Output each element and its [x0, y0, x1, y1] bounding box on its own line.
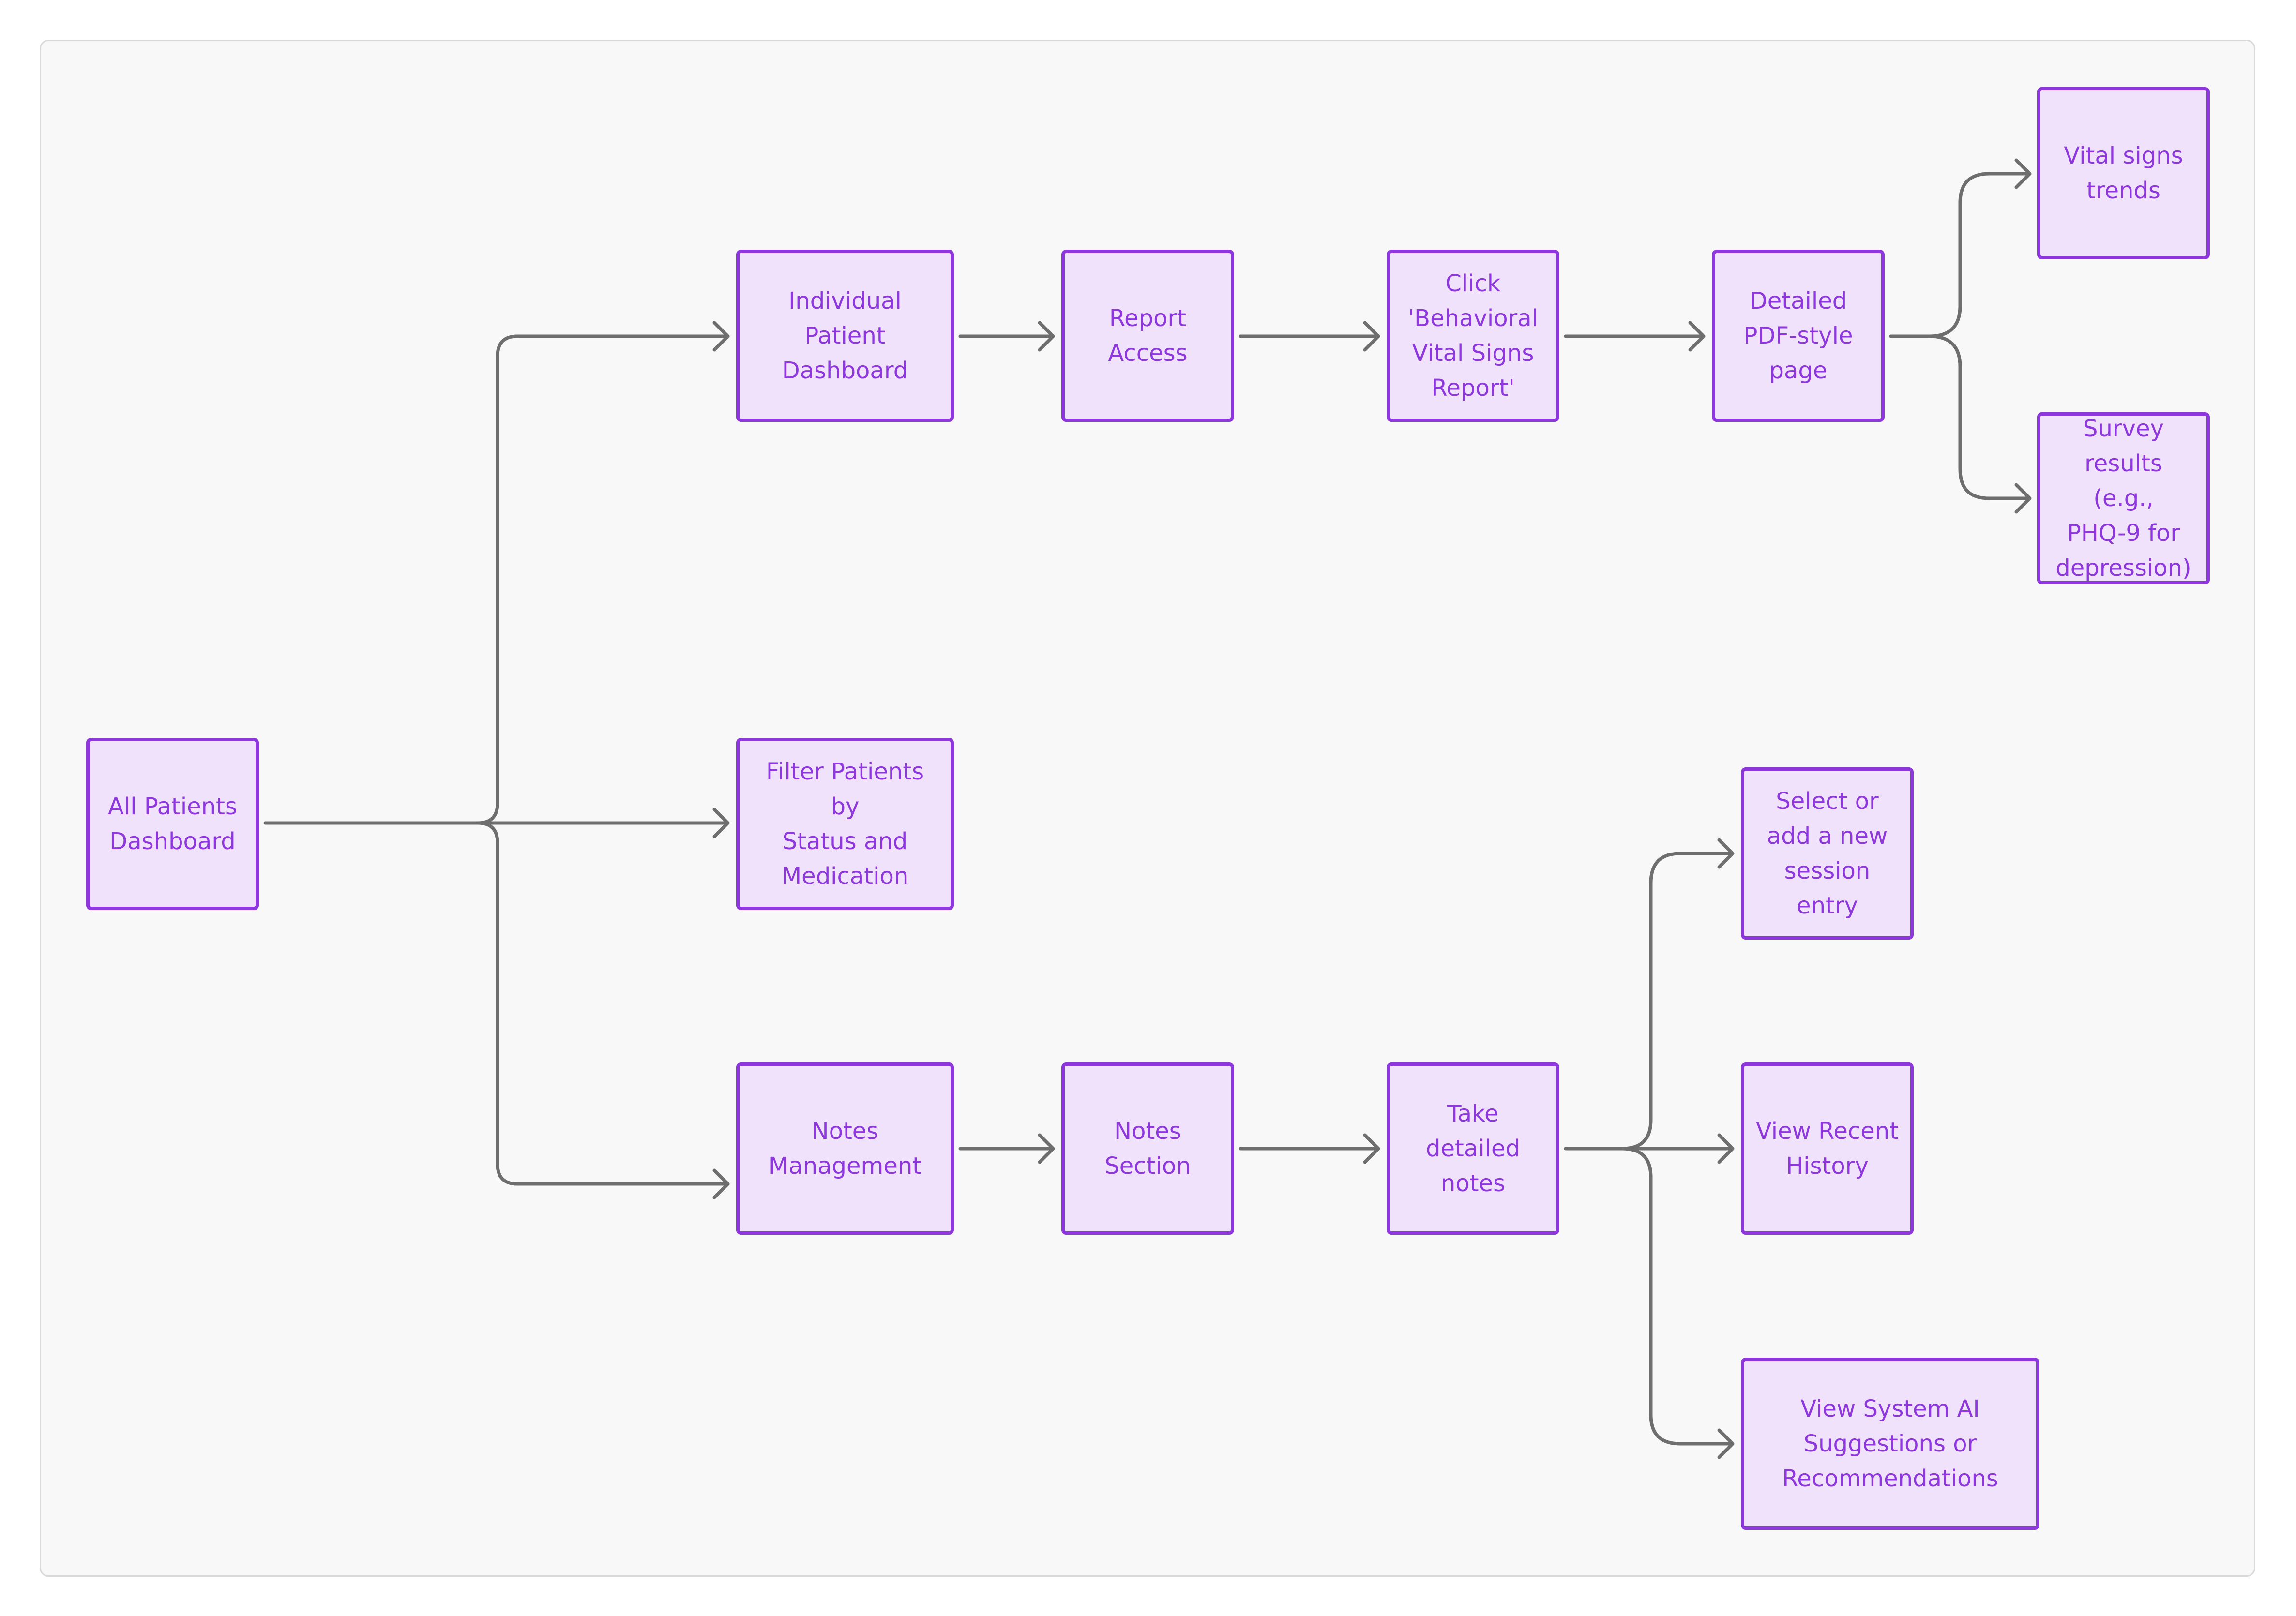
- node-detailed-pdf-page: Detailed PDF-style page: [1712, 250, 1885, 422]
- connector-report-to-click: [1239, 321, 1380, 352]
- arrowhead-filter: [712, 808, 730, 838]
- node-vital-signs-trends: Vital signs trends: [2037, 87, 2210, 259]
- node-take-detailed-notes: Take detailed notes: [1387, 1062, 1559, 1235]
- node-filter-patients: Filter Patients by Status and Medication: [736, 738, 954, 910]
- node-select-or-add-session: Select or add a new session entry: [1741, 767, 1914, 940]
- connector-detailed-to-survey: [1928, 334, 2032, 514]
- connector-click-to-detailed: [1564, 321, 1706, 352]
- node-view-ai-suggestions: View System AI Suggestions or Recommenda…: [1741, 1358, 2039, 1530]
- node-notes-section: Notes Section: [1061, 1062, 1234, 1235]
- node-notes-management: Notes Management: [736, 1062, 954, 1235]
- connector-take-notes-to-ai-suggestions: [1620, 1147, 1735, 1459]
- connector-detailed-to-vital-trends: [1889, 158, 2032, 338]
- node-survey-results: Survey results (e.g., PHQ-9 for depressi…: [2037, 412, 2210, 584]
- connector-notes-section-to-take-notes: [1239, 1133, 1380, 1164]
- arrowhead-notes-management: [712, 1168, 730, 1199]
- node-click-behavioral-vital-signs-report: Click 'Behavioral Vital Signs Report': [1387, 250, 1559, 422]
- connector-individual-to-report: [958, 321, 1055, 352]
- connector-take-notes-to-select-session: [1620, 838, 1735, 1151]
- connector-all-patients-to-notes: [476, 821, 730, 1186]
- connector-take-notes-to-recent-history: [1564, 1133, 1735, 1164]
- node-all-patients-dashboard: All Patients Dashboard: [86, 738, 259, 910]
- arrowhead-individual: [712, 321, 730, 352]
- node-individual-patient-dashboard: Individual Patient Dashboard: [736, 250, 954, 422]
- node-report-access: Report Access: [1061, 250, 1234, 422]
- node-view-recent-history: View Recent History: [1741, 1062, 1914, 1235]
- connector-all-patients-to-individual: [476, 334, 730, 825]
- connector-notes-management-to-section: [958, 1133, 1055, 1164]
